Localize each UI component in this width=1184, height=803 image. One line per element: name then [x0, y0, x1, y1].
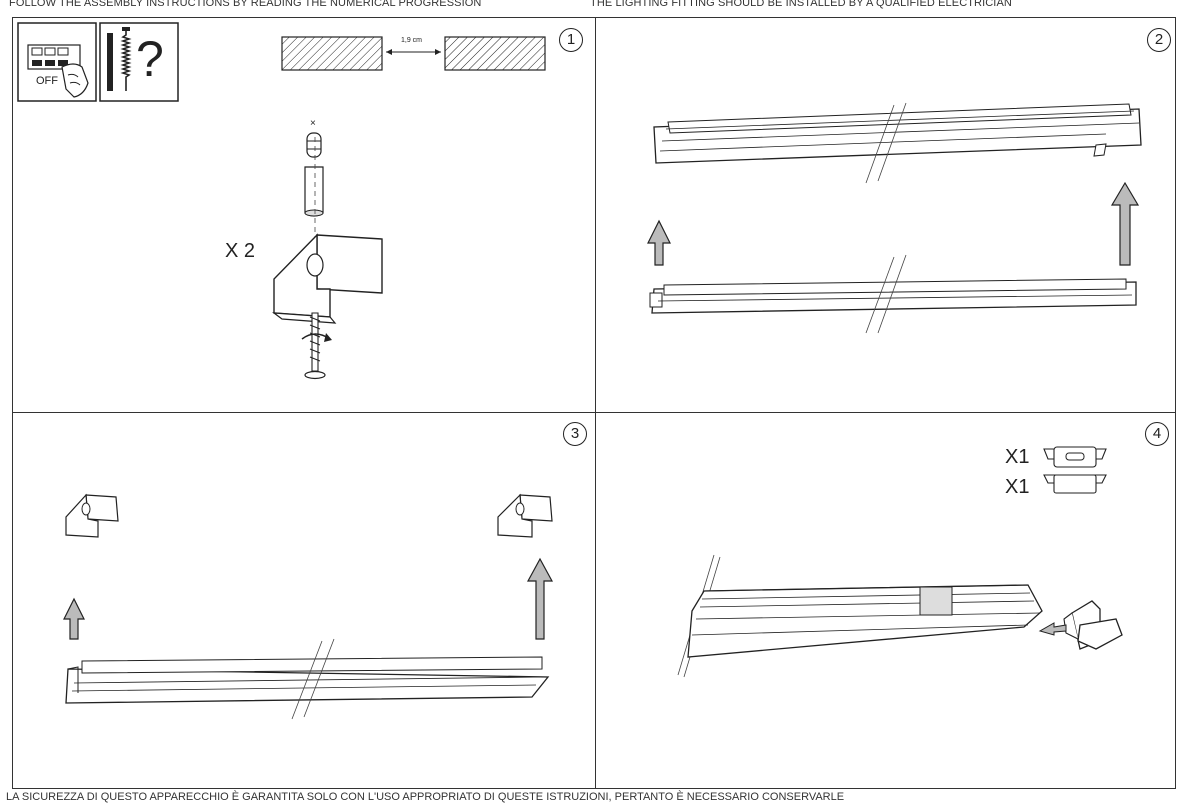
led-profile-illustration: [65, 656, 550, 704]
instructions-frame: [12, 17, 1176, 789]
mounting-clip-illustration: [65, 493, 119, 538]
step-number-badge: 2: [1147, 28, 1171, 52]
up-arrow-icon: [1110, 181, 1140, 266]
endcap-closed-icon: [1043, 474, 1107, 494]
endcap-open-icon: [1043, 446, 1107, 468]
wall-spacing-diagram: [281, 36, 546, 71]
grid-divider-horizontal: [12, 412, 1176, 413]
cross-mark: ×: [310, 118, 316, 129]
step-1-illustration: [17, 22, 546, 380]
tools-icon: [99, 22, 179, 102]
endcap-insert-illustration: [1063, 600, 1123, 650]
grid-divider-vertical: [595, 17, 596, 789]
mounting-clip-illustration: [497, 493, 553, 538]
wall-plug-illustration: [304, 132, 324, 217]
step-3-illustration: [63, 493, 554, 720]
step-4-illustration: [677, 446, 1123, 678]
step-2-panel: 2: [596, 17, 1176, 412]
endcap-closed-quantity: X1: [1005, 476, 1030, 498]
step-number-badge: 4: [1145, 422, 1169, 446]
led-profile-illustration: [687, 584, 1043, 658]
up-arrow-icon: [526, 557, 554, 640]
profile-top-illustration: [653, 103, 1142, 164]
footer-safety-note: LA SICUREZZA DI QUESTO APPARECCHIO È GAR…: [6, 791, 845, 803]
question-mark-icon: ?: [136, 31, 164, 87]
step-4-panel: X1 X1 4: [596, 413, 1176, 789]
mounting-clip-illustration: [272, 233, 383, 324]
quantity-label: X 2: [225, 240, 256, 262]
header-instruction-left: FOLLOW THE ASSEMBLY INSTRUCTIONS BY READ…: [9, 0, 482, 9]
up-arrow-icon: [63, 597, 85, 640]
power-off-icon: [17, 22, 97, 102]
endcap-open-quantity: X1: [1005, 446, 1030, 468]
step-2-illustration: [647, 102, 1142, 334]
header-instruction-right: THE LIGHTING FITTING SHOULD BE INSTALLED…: [590, 0, 1012, 9]
step-number-badge: 1: [559, 28, 583, 52]
screw-illustration: [301, 312, 332, 380]
step-1-panel: 1,9 cm OFF ? × X 2 1: [12, 17, 595, 412]
off-label: OFF: [36, 75, 58, 87]
distance-label: 1,9 cm: [401, 37, 423, 44]
step-3-panel: 3: [12, 413, 595, 789]
up-arrow-icon: [647, 219, 671, 266]
step-number-badge: 3: [563, 422, 587, 446]
profile-bottom-illustration: [649, 278, 1137, 314]
left-arrow-icon: [1038, 622, 1067, 636]
